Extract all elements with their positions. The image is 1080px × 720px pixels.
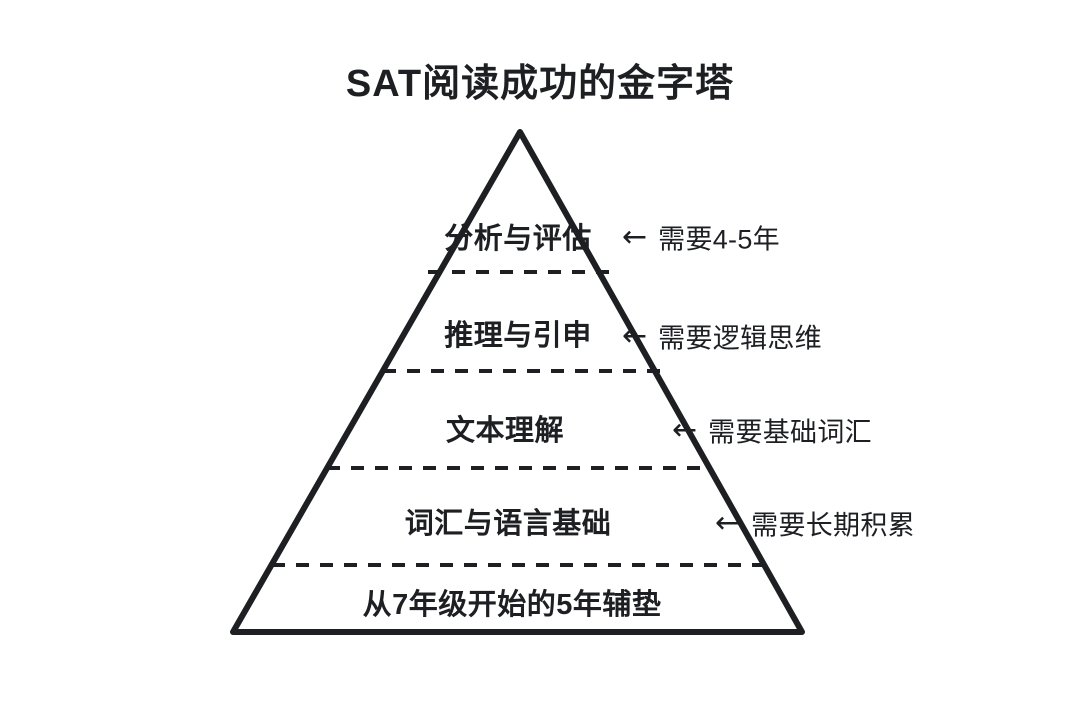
pyramid-level-2-label: 推理与引申 [444, 320, 592, 352]
pyramid-level-4-label: 词汇与语言基础 [404, 508, 612, 540]
pyramid-level-1-annotation: ← 需要4-5年 [622, 218, 780, 257]
pyramid-level-3-annotation: ← 需要基础词汇 [672, 411, 872, 450]
pyramid-outline-path [230, 129, 805, 635]
pyramid-level-4-annotation-text: 需要长期积累 [751, 510, 915, 541]
pyramid-level-3-annotation-text: 需要基础词汇 [708, 417, 872, 448]
left-arrow-icon: ← [715, 505, 741, 540]
pyramid-level-2-annotation-text: 需要逻辑思维 [658, 323, 822, 354]
left-arrow-icon: ← [622, 318, 648, 353]
page-title: SAT阅读成功的金字塔 [345, 63, 735, 105]
left-arrow-icon: ← [622, 219, 648, 254]
pyramid-level-3-label: 文本理解 [445, 415, 565, 447]
left-arrow-icon: ← [672, 412, 698, 447]
pyramid-level-4-annotation: ← 需要长期积累 [715, 504, 915, 543]
pyramid-level-1-label: 分析与评估 [444, 223, 592, 255]
pyramid-level-1-annotation-text: 需要4-5年 [658, 224, 780, 255]
pyramid-base-label: 从7年级开始的5年辅垫 [362, 589, 662, 621]
pyramid-level-2-annotation: ← 需要逻辑思维 [622, 317, 822, 356]
